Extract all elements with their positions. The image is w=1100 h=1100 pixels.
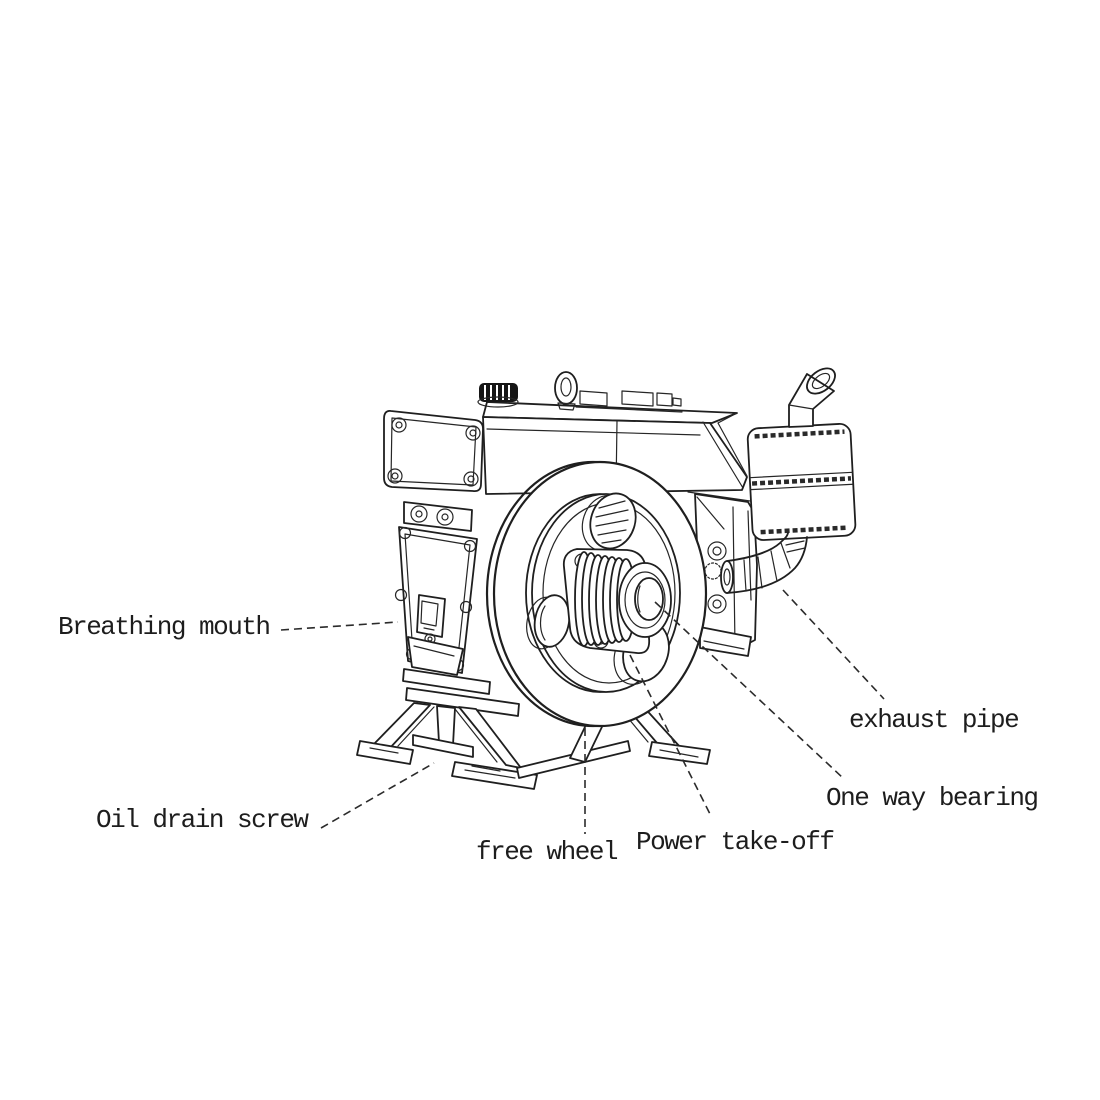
- gear-cover: [383, 410, 484, 493]
- label-free-wheel: free wheel: [476, 837, 619, 867]
- label-breathing-mouth: Breathing mouth: [58, 612, 271, 642]
- cylinder-head: [575, 390, 683, 413]
- mounting-stand-left: [356, 668, 538, 790]
- stand-foot-right: [451, 761, 538, 790]
- exhaust-outlet-pipe: [788, 367, 836, 428]
- power-take-off-shaft-hole: [634, 577, 664, 621]
- leader-oil-drain-screw: [320, 762, 435, 829]
- leader-one-way-bearing: [654, 601, 844, 779]
- leader-exhaust-pipe: [782, 589, 885, 700]
- exhaust-flex-pipe: [720, 532, 808, 594]
- label-power-take-off: Power take-off: [636, 827, 835, 857]
- leader-power-take-off: [629, 654, 711, 815]
- breather-bracket: [403, 501, 473, 532]
- pulley-hub: [562, 548, 672, 654]
- stand-foot-left: [356, 740, 414, 765]
- exhaust-port-flange: [720, 560, 734, 594]
- flywheel-cutout-top: [581, 492, 637, 552]
- label-oil-drain-screw: Oil drain screw: [96, 805, 309, 835]
- label-exhaust-pipe: exhaust pipe: [849, 705, 1020, 735]
- lifting-eye: [554, 371, 578, 411]
- pulley-grooves: [574, 551, 636, 647]
- leader-breathing-mouth: [280, 621, 399, 631]
- label-one-way-bearing: One way bearing: [826, 783, 1039, 813]
- flywheel-cutout-left: [526, 594, 571, 650]
- leader-lines: [280, 589, 885, 834]
- muffler: [746, 423, 857, 541]
- lower-cover-plate: [407, 636, 464, 676]
- fuel-filler-cap: [477, 383, 519, 408]
